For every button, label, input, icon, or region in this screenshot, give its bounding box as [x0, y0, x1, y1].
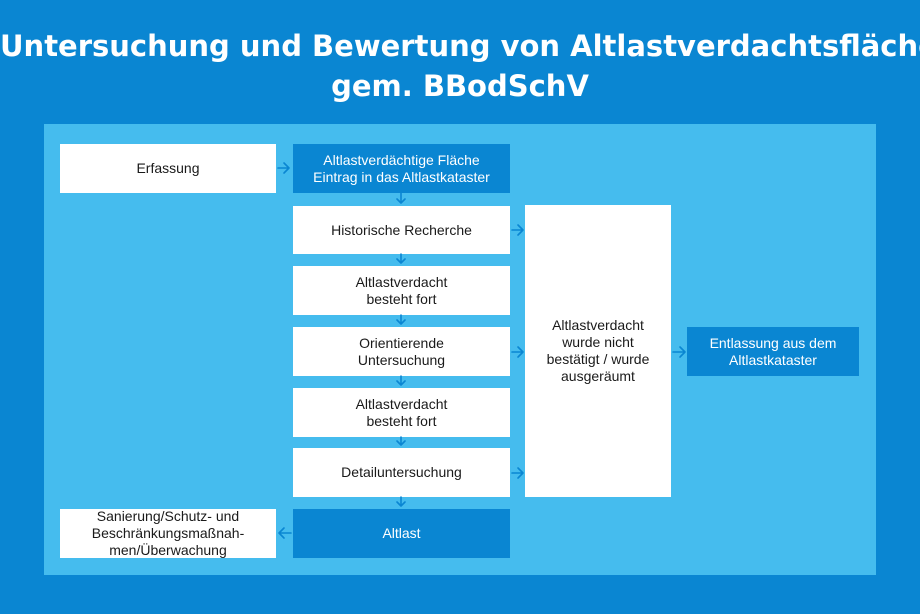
box-eintrag-altlastkataster: Altlastverdächtige Fläche Eintrag in das… — [293, 144, 510, 193]
box-sanierung: Sanierung/Schutz- und Beschränkungsmaßna… — [60, 508, 276, 558]
box-entlassung: Entlassung aus dem Altlastkataster — [687, 327, 859, 376]
box-erfassung: Erfassung — [60, 144, 276, 193]
box-altlastverdacht-besteht-fort-1: Altlastverdacht besteht fort — [293, 266, 510, 315]
box-historische-recherche: Historische Recherche — [293, 206, 510, 254]
box-orientierende-untersuchung: Orientierende Untersuchung — [293, 327, 510, 376]
box-altlastverdacht-nicht-bestaetigt: Altlastverdacht wurde nicht bestätigt / … — [525, 205, 671, 497]
box-altlast: Altlast — [293, 509, 510, 558]
page-title: Untersuchung und Bewertung von Altlastve… — [0, 26, 920, 106]
title-line-1: Untersuchung und Bewertung von Altlastve… — [0, 29, 920, 63]
title-line-2: gem. BBodSchV — [331, 69, 589, 103]
box-altlastverdacht-besteht-fort-2: Altlastverdacht besteht fort — [293, 388, 510, 437]
box-detailuntersuchung: Detailuntersuchung — [293, 448, 510, 497]
